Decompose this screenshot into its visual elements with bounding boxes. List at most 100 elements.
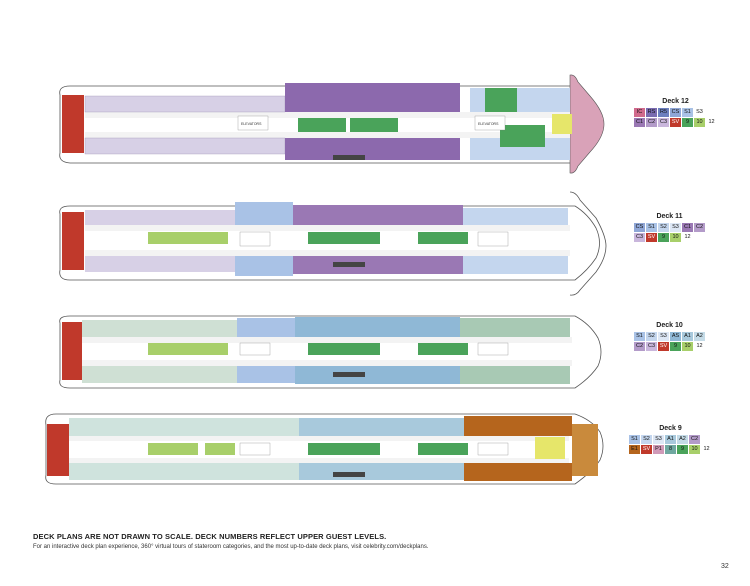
legend-chip-s3: S3	[670, 223, 681, 232]
deck-10-cabins-fwd-bottom	[460, 366, 570, 384]
legend-chip-10: 10	[694, 118, 705, 127]
legend-chip-10: 10	[689, 445, 700, 454]
deck-12-bow-area	[569, 74, 605, 174]
footer-disclaimer-title: DECK PLANS ARE NOT DRAWN TO SCALE. DECK …	[33, 532, 387, 541]
deck-11-stern-suites	[62, 212, 84, 270]
deck-12-elevator-fwd	[474, 115, 506, 131]
legend-chip-c2: C2	[689, 435, 700, 444]
deck-9-title: Deck 9	[659, 425, 682, 432]
legend-chip-s2: S2	[658, 223, 669, 232]
deck-10-cabins-blue-bottom	[237, 366, 295, 383]
deck-9-bow-suites	[572, 424, 598, 476]
deck-12-yellow-fwd	[552, 114, 572, 134]
legend-chip-s1: S1	[646, 223, 657, 232]
page-number: 32	[721, 563, 729, 570]
deck-10-ship-drawing	[59, 315, 602, 389]
deck-10-corridor-top	[82, 337, 572, 343]
deck-9-stairs	[333, 472, 365, 477]
deck-12-green-block-2	[350, 118, 398, 132]
deck-10-cabins-blue-top	[237, 318, 295, 337]
deck-11-bow-outline	[569, 191, 607, 296]
deck-11-title: Deck 11	[656, 213, 683, 220]
legend-chip-cs: CS	[670, 108, 681, 117]
deck-12-green-block-1	[298, 118, 346, 132]
deck-11-cabins-fwd-bottom	[463, 256, 568, 274]
legend-chip-10: 10	[682, 342, 693, 351]
legend-chip-rs: RS	[646, 108, 657, 117]
legend-chip-s1: S1	[629, 435, 640, 444]
legend-chip-10: 10	[670, 233, 681, 242]
deck-9-elevator-fwd	[477, 442, 509, 456]
legend-chip-12: 12	[684, 234, 691, 240]
deck-11-green-3	[418, 232, 468, 244]
legend-chip-s3: S3	[658, 332, 669, 341]
deck-9-elevator-aft	[239, 442, 271, 456]
legend-chip-s3: S3	[653, 435, 664, 444]
legend-chip-c3: C3	[658, 118, 669, 127]
deck-10-green-3	[418, 343, 468, 355]
deck-12-stern-suites	[62, 95, 84, 153]
deck-12-stairs	[333, 155, 365, 160]
deck-9-green-1	[148, 443, 198, 455]
deck-9-corridor-bottom	[69, 458, 569, 463]
deck-9-cabins-mid-bottom	[299, 463, 464, 480]
deck-9-cabins-aft-top	[69, 418, 299, 436]
deck-11-corridor-bottom	[85, 250, 570, 256]
deck-12-cabins-mid-top	[285, 83, 460, 112]
deck-12-corridor-bottom	[85, 132, 570, 138]
legend-chip-9: 9	[658, 233, 669, 242]
legend-chip-c3: C3	[634, 233, 645, 242]
legend-chip-p1: P1	[653, 445, 664, 454]
deck-10-cabins-aft-bottom	[82, 366, 237, 383]
legend-chip-12: 12	[696, 343, 703, 349]
legend-chip-r5: R5	[658, 108, 669, 117]
legend-chip-sv: SV	[658, 342, 669, 351]
deck-9-cabins-fwd-top	[464, 416, 572, 436]
legend-chip-s2: S2	[641, 435, 652, 444]
deck-12-elevator-label-1: ELEVATORS	[241, 122, 262, 126]
legend-chip-ic: IC	[634, 108, 645, 117]
legend-chip-c2: C2	[646, 118, 657, 127]
deck-10-elevator-fwd	[477, 342, 509, 356]
legend-chip-sv: SV	[646, 233, 657, 242]
legend-chip-s1: S1	[682, 108, 693, 117]
deck-12-ship-drawing: ELEVATORS ELEVATORS	[59, 74, 605, 174]
legend-chip-a1: A1	[665, 435, 676, 444]
legend-chip-12: 12	[703, 446, 710, 452]
deck-9-stern-suites	[47, 424, 69, 476]
deck-11-stairs	[333, 262, 365, 267]
deck-12-green-fwd	[485, 88, 517, 112]
legend-chip-sv: SV	[670, 118, 681, 127]
footer-disclaimer-note: For an interactive deck plan experience,…	[33, 544, 429, 550]
deck-12-cabins-mid-bottom	[285, 138, 460, 160]
deck-12-elevator-aft	[237, 115, 269, 131]
deck-9-green-2	[205, 443, 235, 455]
deck-11-green-2	[308, 232, 380, 244]
deck-11-cabins-mid-top	[293, 205, 463, 225]
deck-10-corridor-bottom	[82, 360, 572, 366]
deck-9-yellow	[535, 437, 565, 459]
deck-10-green-1	[148, 343, 228, 355]
deck-10-title: Deck 10	[656, 322, 683, 329]
deck-11-elevator-aft	[239, 231, 271, 247]
legend-chip-8: 8	[665, 445, 676, 454]
legend-chip-c3: C3	[646, 342, 657, 351]
legend-chip-c1: C1	[682, 223, 693, 232]
deck-9-cabins-aft-bottom	[69, 463, 299, 480]
deck-11-ship-drawing	[59, 191, 607, 296]
legend-chip-a2: A2	[677, 435, 688, 444]
deck-11-cabins-fwd-top	[463, 208, 568, 225]
deck-10-stern-suites	[62, 322, 82, 380]
deck-9-corridor-top	[69, 436, 569, 441]
deck-11-elevator-fwd	[477, 231, 509, 247]
deck-11-corridor-top	[85, 225, 570, 231]
